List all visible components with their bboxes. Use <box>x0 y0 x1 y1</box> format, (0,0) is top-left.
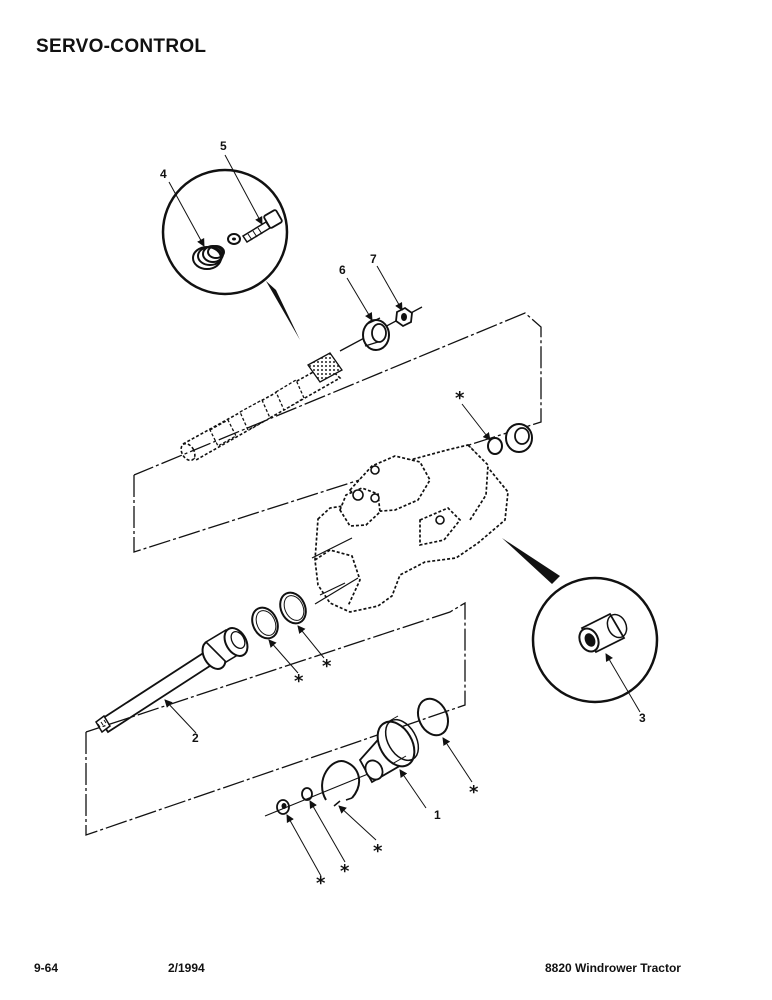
callout-5: 5 <box>220 139 227 153</box>
bushing-part-6 <box>362 317 390 351</box>
revision-date: 2/1994 <box>168 961 205 975</box>
cap-axis <box>264 773 369 817</box>
service-mark: * <box>322 656 332 677</box>
washer-small <box>301 787 313 801</box>
end-cap-part-1 <box>358 715 420 784</box>
snap-ring-upper <box>487 437 503 455</box>
rod-axis <box>319 582 346 596</box>
spring-part-4 <box>192 245 225 270</box>
snap-ring-lower <box>321 760 361 807</box>
service-mark: * <box>469 782 479 803</box>
callout-6: 6 <box>339 263 346 277</box>
leader-lines <box>164 154 641 877</box>
detail-pointer-lower <box>502 538 560 584</box>
callout-2: 2 <box>192 731 199 745</box>
bushing-upper <box>505 423 533 453</box>
model-name: 8820 Windrower Tractor <box>545 961 681 975</box>
page-title: SERVO-CONTROL <box>36 36 207 57</box>
o-ring-right <box>279 591 307 625</box>
detail-circle-upper <box>161 168 300 340</box>
housing-port-detail <box>311 465 445 605</box>
detail-pointer <box>266 281 300 340</box>
service-mark: * <box>373 841 383 862</box>
washer-part-5a <box>227 233 241 245</box>
service-mark: * <box>294 671 304 692</box>
detail-circle-lower <box>502 538 659 704</box>
servo-housing <box>314 444 509 613</box>
callout-7: 7 <box>370 252 377 266</box>
service-mark: * <box>455 388 465 409</box>
upper-assembly-bracket <box>133 312 542 553</box>
nut-part-7 <box>395 306 413 328</box>
o-ring-part-1-outer <box>416 697 450 737</box>
callout-1: 1 <box>434 808 441 822</box>
callout-4: 4 <box>160 167 167 181</box>
o-ring-left <box>251 606 279 640</box>
page-number: 9-64 <box>34 961 59 975</box>
sleeve-part-3 <box>578 612 628 654</box>
service-mark: * <box>316 873 326 894</box>
bolt-part-5 <box>241 209 283 244</box>
lower-assembly-bracket <box>85 601 466 836</box>
service-mark: * <box>340 861 350 882</box>
piston-rod-part-2 <box>95 627 249 734</box>
callout-3: 3 <box>639 711 646 725</box>
